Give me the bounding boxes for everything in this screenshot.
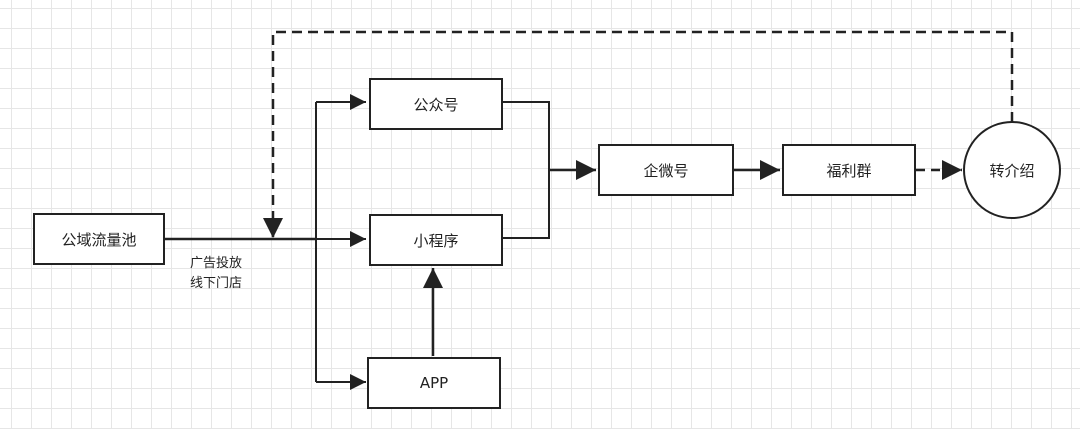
node-referral: 转介绍 bbox=[963, 121, 1061, 219]
node-public-pool: 公域流量池 bbox=[33, 213, 165, 265]
annotation-channels: 广告投放 线下门店 bbox=[190, 254, 242, 294]
node-wecom: 企微号 bbox=[598, 144, 734, 196]
node-official-account: 公众号 bbox=[369, 78, 503, 130]
annotation-ad-placement: 广告投放 bbox=[190, 256, 243, 271]
node-welfare-group: 福利群 bbox=[782, 144, 916, 196]
node-mini-program: 小程序 bbox=[369, 214, 503, 266]
edge-referral-feedback bbox=[263, 30, 1014, 238]
annotation-offline-store: 线下门店 bbox=[190, 276, 243, 291]
edge-official-account-merge bbox=[503, 101, 550, 239]
node-app: APP bbox=[367, 357, 501, 409]
